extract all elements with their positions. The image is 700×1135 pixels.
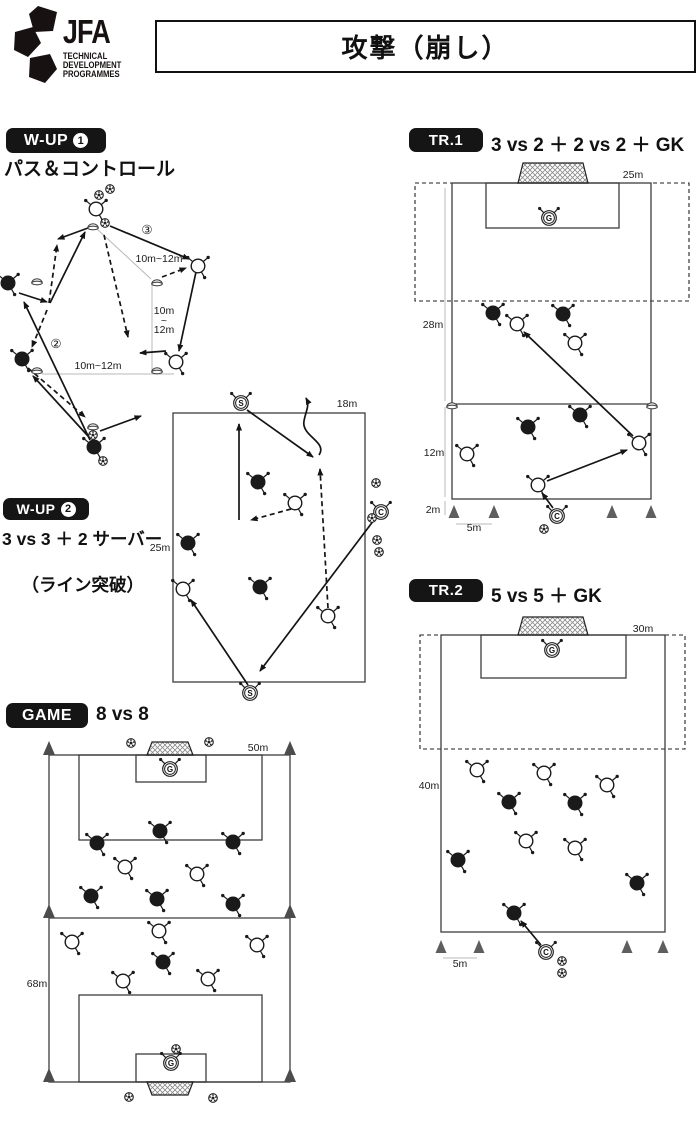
tr2-title: 5 vs 5 ＋ GK xyxy=(491,586,602,607)
svg-text:12m: 12m xyxy=(424,447,445,459)
svg-text:G: G xyxy=(549,646,555,655)
wup1-badge-number: 1 xyxy=(73,133,89,148)
jfa-brand-text: JFA xyxy=(63,15,110,51)
tr2-badge-label: TR.2 xyxy=(428,582,464,599)
svg-text:G: G xyxy=(168,1059,174,1068)
tr1-badge-label: TR.1 xyxy=(428,131,464,149)
jfa-sub-line-3: PROGRAMMES xyxy=(63,68,120,79)
jfa-logo: JFA TECHNICAL DEVELOPMENT PROGRAMMES xyxy=(14,6,122,83)
svg-text:C: C xyxy=(554,512,560,521)
svg-text:28m: 28m xyxy=(423,319,444,331)
tr1-title: 3 vs 2 ＋ 2 vs 2 ＋ GK xyxy=(491,135,685,156)
svg-text:③: ③ xyxy=(141,223,152,237)
svg-text:18m: 18m xyxy=(337,398,358,410)
wup1-badge: W-UP 1 xyxy=(6,128,106,153)
svg-text:S: S xyxy=(247,689,253,698)
svg-text:10m~12m: 10m~12m xyxy=(75,360,122,372)
svg-text:2m: 2m xyxy=(426,504,441,516)
wup1-badge-label: W-UP xyxy=(23,131,69,149)
svg-text:C: C xyxy=(378,508,384,517)
svg-text:68m: 68m xyxy=(27,978,48,990)
tr2-badge: TR.2 xyxy=(409,579,483,602)
wup2-title-line1: 3 vs 3 ＋ 2 サーバー xyxy=(2,529,163,549)
svg-text:10m: 10m xyxy=(154,305,175,317)
wup2-title: 3 vs 3 ＋ 2 サーバー （ライン突破） xyxy=(2,528,162,620)
jfa-pentagons-icon xyxy=(14,6,57,83)
svg-text:5m: 5m xyxy=(467,522,482,534)
svg-text:G: G xyxy=(546,214,552,223)
svg-text:25m: 25m xyxy=(150,542,171,554)
tr1-badge: TR.1 xyxy=(409,128,483,152)
svg-text:30m: 30m xyxy=(633,623,654,635)
game-field-diagram: G G 50m 68m xyxy=(27,737,296,1103)
svg-text:12m: 12m xyxy=(154,324,175,336)
game-title: 8 vs 8 xyxy=(96,704,149,725)
tr2-field-diagram: G C 30m 40m 5m xyxy=(419,616,686,978)
svg-text:50m: 50m xyxy=(248,742,269,754)
svg-text:40m: 40m xyxy=(419,780,440,792)
wup1-pass-control-diagram: ③ ② 10m~12m 10m~12m 10m~12m xyxy=(0,184,210,466)
wup2-title-line2: （ライン突破） xyxy=(21,575,144,595)
svg-text:C: C xyxy=(543,948,549,957)
svg-text:10m~12m: 10m~12m xyxy=(136,253,183,265)
svg-text:25m: 25m xyxy=(623,169,644,181)
svg-text:5m: 5m xyxy=(453,958,468,970)
game-badge-label: GAME xyxy=(22,706,72,724)
wup2-badge-label: W-UP xyxy=(16,501,56,517)
svg-text:②: ② xyxy=(50,337,61,351)
svg-text:~: ~ xyxy=(161,315,167,327)
wup2-line-break-diagram: S S C 18m 25m xyxy=(150,391,392,701)
wup2-badge-number: 2 xyxy=(60,501,76,517)
svg-text:G: G xyxy=(167,765,173,774)
tr1-field-diagram: G C 25m 28m 12m 2m 5m xyxy=(414,162,690,534)
page-title: 攻撃（崩し） xyxy=(155,20,696,73)
jfa-sub-line-1: TECHNICAL xyxy=(63,50,107,61)
game-badge: GAME xyxy=(6,703,88,728)
svg-text:S: S xyxy=(238,399,244,408)
jfa-sub-line-2: DEVELOPMENT xyxy=(63,59,122,70)
wup1-title: パス＆コントロール xyxy=(4,159,176,180)
